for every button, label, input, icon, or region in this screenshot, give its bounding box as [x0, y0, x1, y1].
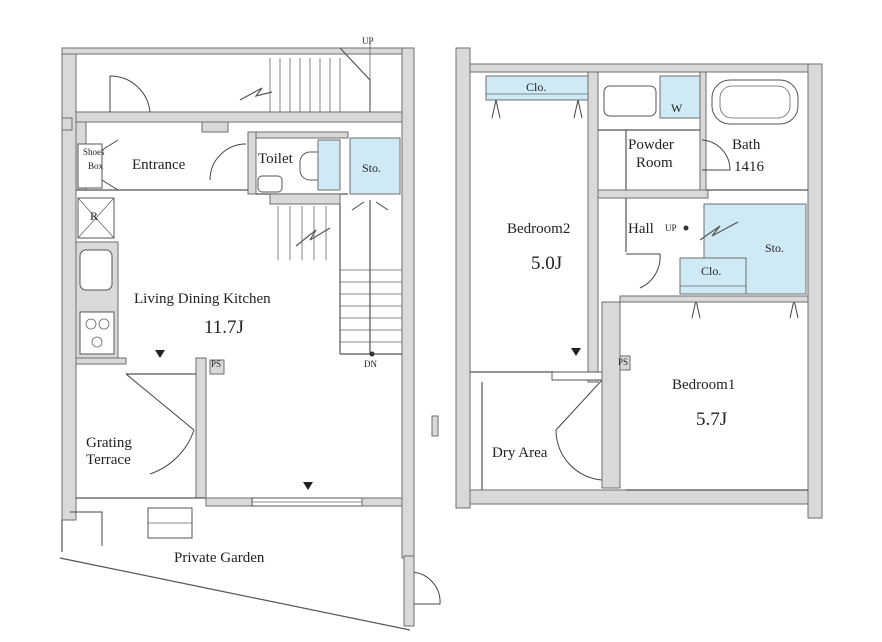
room-label-washer: W — [671, 101, 683, 115]
room-label-powder: Powder — [628, 137, 674, 153]
wall-right — [401, 47, 415, 559]
room-label-box: Box — [88, 161, 104, 171]
room-label-dry-area: Dry Area — [492, 445, 548, 461]
room-label-sto-left: Sto. — [362, 161, 382, 175]
room-label-closet-2: Clo. — [701, 264, 722, 278]
room-label-closet-1: Clo. — [526, 80, 547, 94]
bathtub — [711, 79, 799, 125]
washer-space — [659, 75, 701, 119]
room-label-bedroom1: Bedroom1 — [672, 377, 736, 393]
wall-right-floor-left — [455, 47, 471, 509]
terrace-door — [125, 373, 195, 475]
pipe-space-marker-right: PS — [618, 357, 629, 367]
kitchen-sink — [79, 249, 113, 291]
room-label-entrance: Entrance — [132, 157, 186, 173]
room-area-bedroom1: 5.7J — [696, 409, 728, 430]
room-label-refrigerator: R — [90, 209, 99, 223]
powder-sink — [603, 85, 657, 117]
dry-area-door — [555, 379, 603, 481]
toilet-sink — [257, 175, 283, 193]
pipe-space-marker-left: PS — [211, 359, 222, 369]
stair-up-marker-right: UP — [665, 223, 677, 233]
room-area-bedroom2: 5.0J — [531, 253, 563, 274]
shoes-box — [77, 143, 103, 189]
room-label-bedroom2: Bedroom2 — [507, 221, 571, 237]
closet-1 — [485, 75, 589, 101]
room-label-room: Room — [636, 155, 673, 171]
room-label-hall: Hall — [628, 221, 654, 237]
closet-2 — [679, 257, 747, 295]
storage-left — [349, 137, 401, 195]
bedroom2-window — [551, 371, 603, 381]
cooktop — [79, 311, 115, 355]
stair-down-marker: DN — [364, 359, 377, 369]
stair-up-marker: UP — [362, 36, 374, 46]
room-label-terrace: Terrace — [86, 452, 131, 468]
room-label-garden: Private Garden — [174, 550, 265, 566]
room-label-grating: Grating — [86, 435, 132, 451]
left-floor — [59, 44, 441, 631]
right-floor — [455, 47, 823, 519]
room-label-ldk: Living Dining Kitchen — [134, 291, 271, 307]
upper-stair — [239, 44, 371, 112]
room-label-toilet: Toilet — [258, 151, 293, 167]
room-label-bath: Bath — [732, 137, 761, 153]
entrance-door — [109, 75, 151, 113]
inner-stair — [277, 200, 402, 357]
room-label-bath-size: 1416 — [734, 159, 764, 175]
room-label-shoes: Shoes — [83, 147, 105, 157]
garden-fence — [59, 557, 411, 631]
room-area-ldk: 11.7J — [204, 317, 244, 338]
wall-stair-bottom — [75, 111, 403, 123]
wall-top — [61, 47, 403, 55]
room-label-sto-right: Sto. — [765, 241, 785, 255]
